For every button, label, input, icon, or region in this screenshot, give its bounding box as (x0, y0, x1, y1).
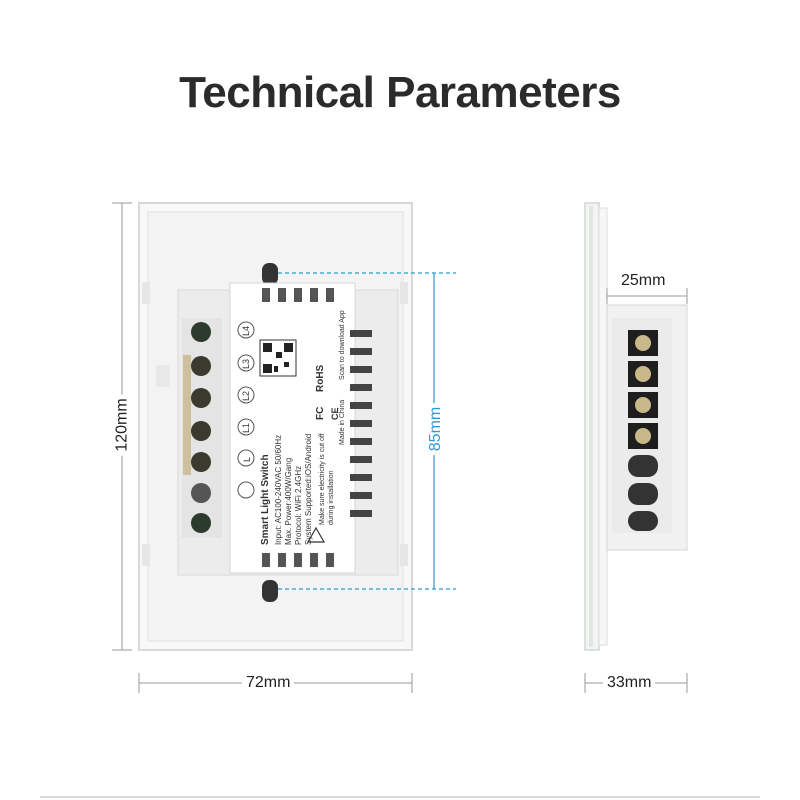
terminal-label-l4: L4 (241, 325, 251, 336)
width-label: 72mm (242, 674, 295, 692)
label-sticker (229, 282, 356, 574)
terminal-label-l3: L3 (241, 358, 251, 369)
depth-label: 33mm (603, 674, 656, 692)
terminal-label-l: L (242, 456, 252, 462)
terminal-markers (237, 321, 255, 499)
right-vents (350, 330, 372, 517)
label-power: Max. Power:400W/Gang (284, 457, 293, 545)
top-vents (262, 288, 334, 567)
label-ce: CE (330, 407, 340, 420)
label-product-name: Smart Light Switch (260, 454, 271, 545)
label-rohs: RoHS (315, 364, 326, 392)
label-protocol: Protocol: WiFi 2.4GHz (294, 465, 303, 545)
warning-icon (306, 526, 326, 543)
mount-spacing-label: 85mm (427, 402, 446, 456)
mount-hole-top (262, 263, 278, 285)
qr-code-icon (259, 339, 297, 377)
label-scan: Scan to download App (339, 310, 346, 380)
page-title: Technical Parameters (179, 68, 621, 117)
terminal-label-l1: L1 (241, 422, 251, 433)
side-terminal-screws (628, 330, 658, 531)
side-view-frame (598, 207, 608, 646)
label-system: System Supported:iOS/Android (304, 433, 313, 545)
height-label: 120mm (113, 394, 132, 456)
back-depth-label: 25mm (617, 272, 670, 290)
label-input: Input: AC100-240VAC 50/60Hz (274, 434, 283, 545)
terminal-label-l2: L2 (241, 390, 251, 401)
mount-hole-bottom (262, 580, 278, 602)
terminal-screws (183, 322, 211, 533)
label-fc: FC (315, 406, 326, 420)
label-warning-2: during installation (328, 470, 335, 525)
back-depth-dimension (606, 288, 688, 304)
